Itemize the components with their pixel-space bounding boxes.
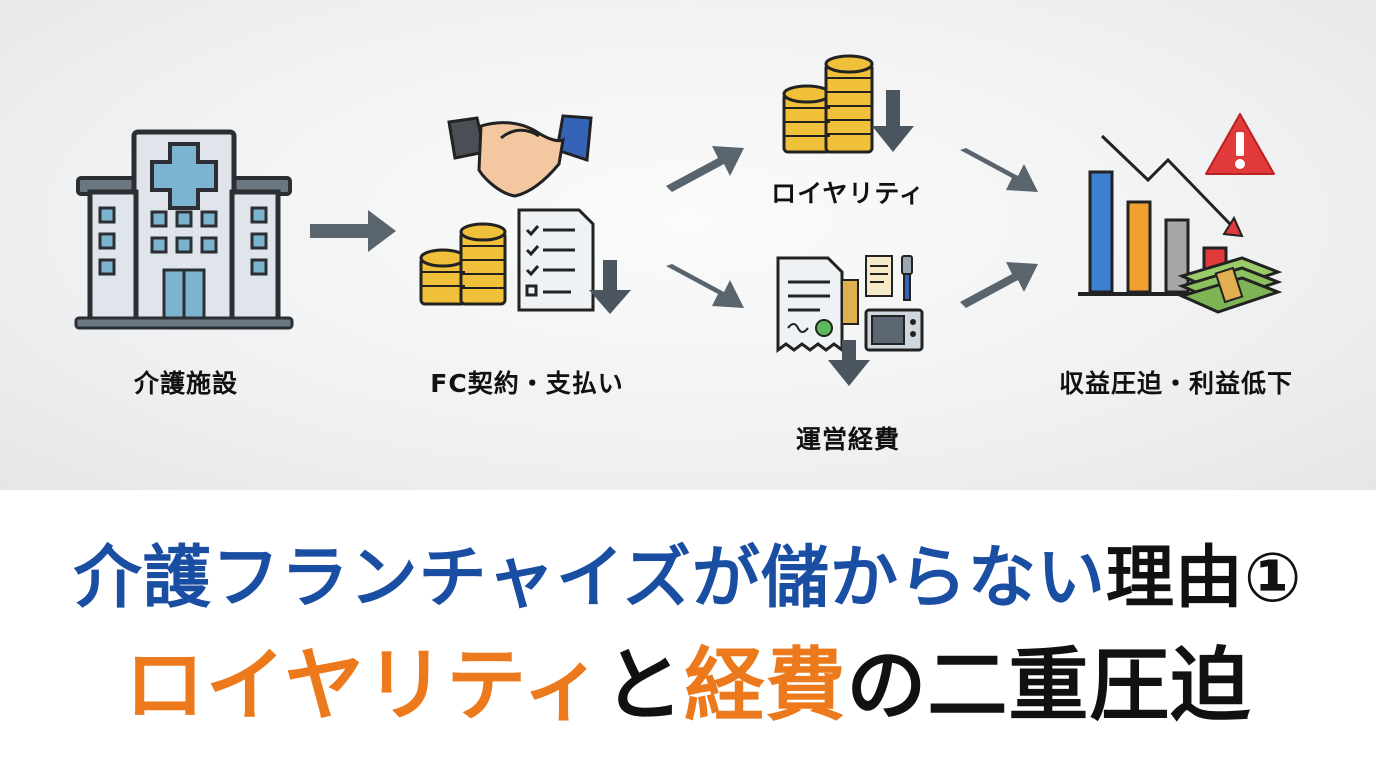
hospital-building-icon: [74, 129, 294, 330]
profit-node: [1072, 110, 1283, 330]
title-band: [0, 490, 1376, 768]
contract-node: [415, 108, 645, 318]
down-arrow-icon: [828, 340, 870, 386]
arrow-contract-to-expenses: [662, 254, 748, 314]
coin-stack-icon: [419, 222, 507, 306]
title-line-2: ロイヤリティと経費の二重圧迫: [0, 638, 1376, 734]
arrow-expenses-to-profit: [956, 254, 1042, 314]
warning-icon: [1205, 113, 1275, 175]
profit-label: 収益圧迫・利益低下: [1058, 369, 1294, 398]
equipment-icon: [901, 255, 913, 301]
title-line-2-part-2: と: [603, 639, 685, 732]
handshake-icon: [447, 114, 593, 198]
royalty-node: [780, 52, 930, 162]
microwave-icon: [864, 308, 924, 352]
title-line-1: 介護フランチャイズが儲からない理由①: [0, 537, 1376, 621]
receipt-icon: [776, 256, 859, 353]
down-arrow-icon: [589, 260, 631, 314]
expenses-label: 運営経費: [795, 425, 901, 454]
money-stack-icon: [1177, 256, 1283, 314]
arrow-royalty-to-profit: [956, 138, 1042, 198]
flow-diagram: 介護施設: [0, 0, 1376, 490]
title-line-1-part-3: 理由①: [1105, 539, 1303, 618]
expenses-node: [770, 250, 930, 390]
arrow-facility-to-contract: [308, 208, 398, 254]
title-line-1-part-2: 儲からない: [760, 539, 1106, 618]
coin-stack-icon: [782, 54, 874, 154]
arrow-contract-to-royalty: [662, 138, 748, 198]
facility-node: [74, 129, 294, 330]
invoice-icon: [865, 255, 893, 297]
down-arrow-icon: [872, 90, 914, 152]
royalty-label: ロイヤリティ: [771, 179, 925, 208]
title-line-2-part-4: の二重圧迫: [846, 639, 1252, 732]
title-line-2-part-3: 経費: [684, 639, 847, 732]
contract-label: FC契約・支払い: [430, 369, 624, 398]
facility-label: 介護施設: [133, 369, 239, 398]
title-line-2-part-1: ロイヤリティ: [124, 639, 604, 732]
title-line-1-part-1: 介護フランチャイズが: [73, 539, 761, 618]
checklist-document-icon: [517, 208, 595, 312]
